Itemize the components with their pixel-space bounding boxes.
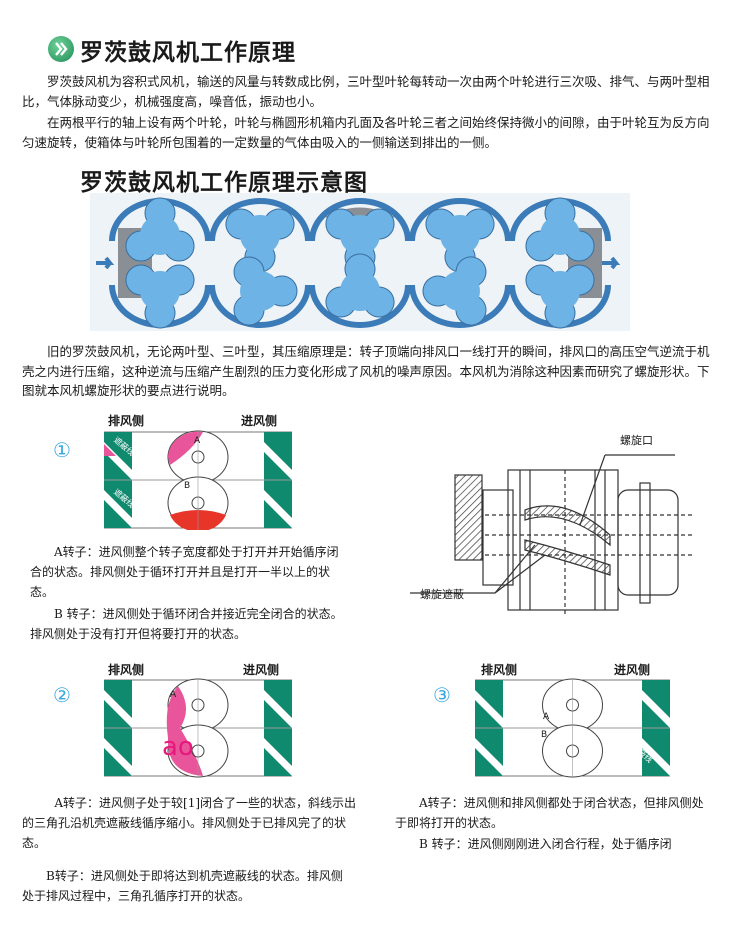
rotor	[325, 253, 395, 318]
rotor	[525, 264, 595, 329]
figure-3-rotor-a-text: A转子：进风侧和排风侧都处于闭合状态，但排风侧处于即将打开的状态。	[395, 796, 704, 830]
rotor	[422, 256, 487, 326]
spiral-rotor-drawing	[410, 454, 695, 615]
rotor	[525, 197, 595, 262]
rotor	[125, 197, 195, 262]
spiral-port-label: 螺旋口	[620, 434, 653, 447]
blower-frame	[409, 198, 511, 328]
rotor	[233, 256, 298, 326]
blower-sequence-diagram	[90, 193, 630, 331]
explanation-paragraph: 旧的罗茨鼓风机，无论两叶型、三叶型，其压缩原理是：转子顶端向排风口一线打开的瞬间…	[22, 344, 710, 398]
rotor-b-label: B	[184, 481, 191, 491]
rotor-b-label: B	[541, 730, 548, 740]
rotor-diagram-1	[104, 430, 292, 530]
spiral-shield-label: 螺旋遮蔽	[420, 588, 464, 601]
rotor-a-label: A	[194, 436, 201, 446]
intake-side-label: 进风侧	[614, 663, 651, 677]
figure-1-rotor-b-text: B 转子：进风侧处于循环闭合并接近完全闭合的状态。排风侧处于没有打开但将要打开的…	[30, 607, 343, 641]
figure-2-number: ②	[53, 683, 71, 707]
exhaust-side-label: 排风侧	[108, 663, 145, 677]
figure-1-number: ①	[53, 438, 71, 462]
outlet-arrow-icon	[602, 256, 621, 270]
intake-side-label: 进风侧	[241, 414, 278, 428]
blower-frame	[509, 197, 611, 329]
rotor-a-label: A	[170, 690, 177, 700]
rotor	[125, 264, 195, 329]
blower-frame	[109, 197, 211, 329]
figure-2-rotor-b-text: B转子：进风侧处于即将达到机壳遮蔽线的状态。排风侧处于排风过程中，三角孔循序打开…	[22, 869, 343, 903]
rotor-diagram-3	[475, 678, 670, 778]
rotor	[225, 208, 295, 273]
inlet-arrow-icon	[96, 256, 115, 270]
chevron-bullet-icon	[48, 36, 74, 62]
intro-paragraph-2: 在两根平行的轴上设有两个叶轮，叶轮与椭圆形机箱内孔面及各叶轮三者之间始终保持微小…	[22, 115, 710, 150]
rotor-diagram-2	[104, 678, 292, 778]
figure-2-rotor-a-text: A转子：进风侧子处于较[1]闭合了一些的状态，斜线示出的三角孔沿机壳遮蔽线循序缩…	[22, 796, 357, 850]
exhaust-side-label: 排风侧	[481, 663, 518, 677]
intro-paragraph-1: 罗茨鼓风机为容积式风机，输送的风量与转数成比例，三叶型叶轮每转动一次由两个叶轮进…	[22, 74, 710, 109]
rotor-a-label: A	[543, 712, 550, 722]
intake-side-label: 进风侧	[243, 663, 280, 677]
blower-frame	[309, 198, 411, 328]
page-title: 罗茨鼓风机工作原理	[80, 40, 296, 66]
diagram-title: 罗茨鼓风机工作原理示意图	[80, 170, 368, 196]
figure-3-rotor-b-text: B 转子：进风侧刚刚进入闭合行程，处于循序闭	[419, 837, 672, 851]
figure-3-number: ③	[433, 683, 451, 707]
exhaust-side-label: 排风侧	[108, 414, 145, 428]
overlay-text: ao	[162, 732, 194, 762]
blower-frame	[209, 198, 311, 328]
figure-1-rotor-a-text: A转子：进风侧整个转子宽度都处于打开并开始循序闭合的状态。排风侧处于循环打开并且…	[30, 545, 339, 599]
